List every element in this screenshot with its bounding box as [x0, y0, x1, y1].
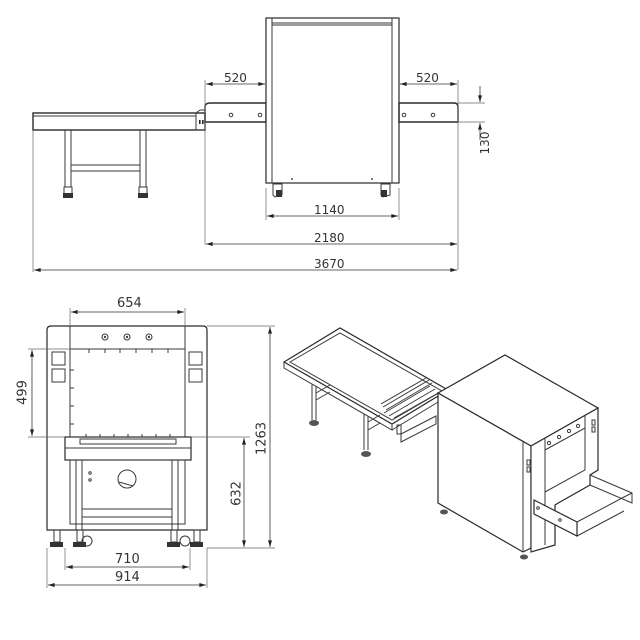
dim-body-length: 1140: [314, 203, 345, 217]
isometric-view: [282, 327, 633, 560]
dim-leg-span: 710: [115, 552, 140, 567]
side-view: [32, 17, 485, 272]
dim-right-extension: 520: [416, 71, 439, 85]
front-frame: [46, 325, 208, 531]
dim-tunnel-width: 654: [117, 296, 142, 311]
front-view: [28, 308, 275, 588]
dim-left-extension: 520: [224, 71, 247, 85]
conveyor-left: [204, 102, 267, 123]
iso-roller-table: [282, 327, 450, 425]
iso-cabinet-side: [437, 391, 532, 553]
scanner-body: [265, 17, 400, 184]
conveyor-right: [398, 102, 459, 123]
dim-conveyor-height: 130: [478, 131, 492, 155]
dim-total-length: 3670: [314, 257, 345, 271]
dim-machine-length: 2180: [314, 231, 345, 245]
dim-total-width: 914: [115, 570, 140, 585]
dim-belt-height: 632: [229, 481, 245, 506]
dim-tunnel-height: 499: [15, 380, 31, 405]
dim-total-height: 1263: [254, 421, 270, 456]
